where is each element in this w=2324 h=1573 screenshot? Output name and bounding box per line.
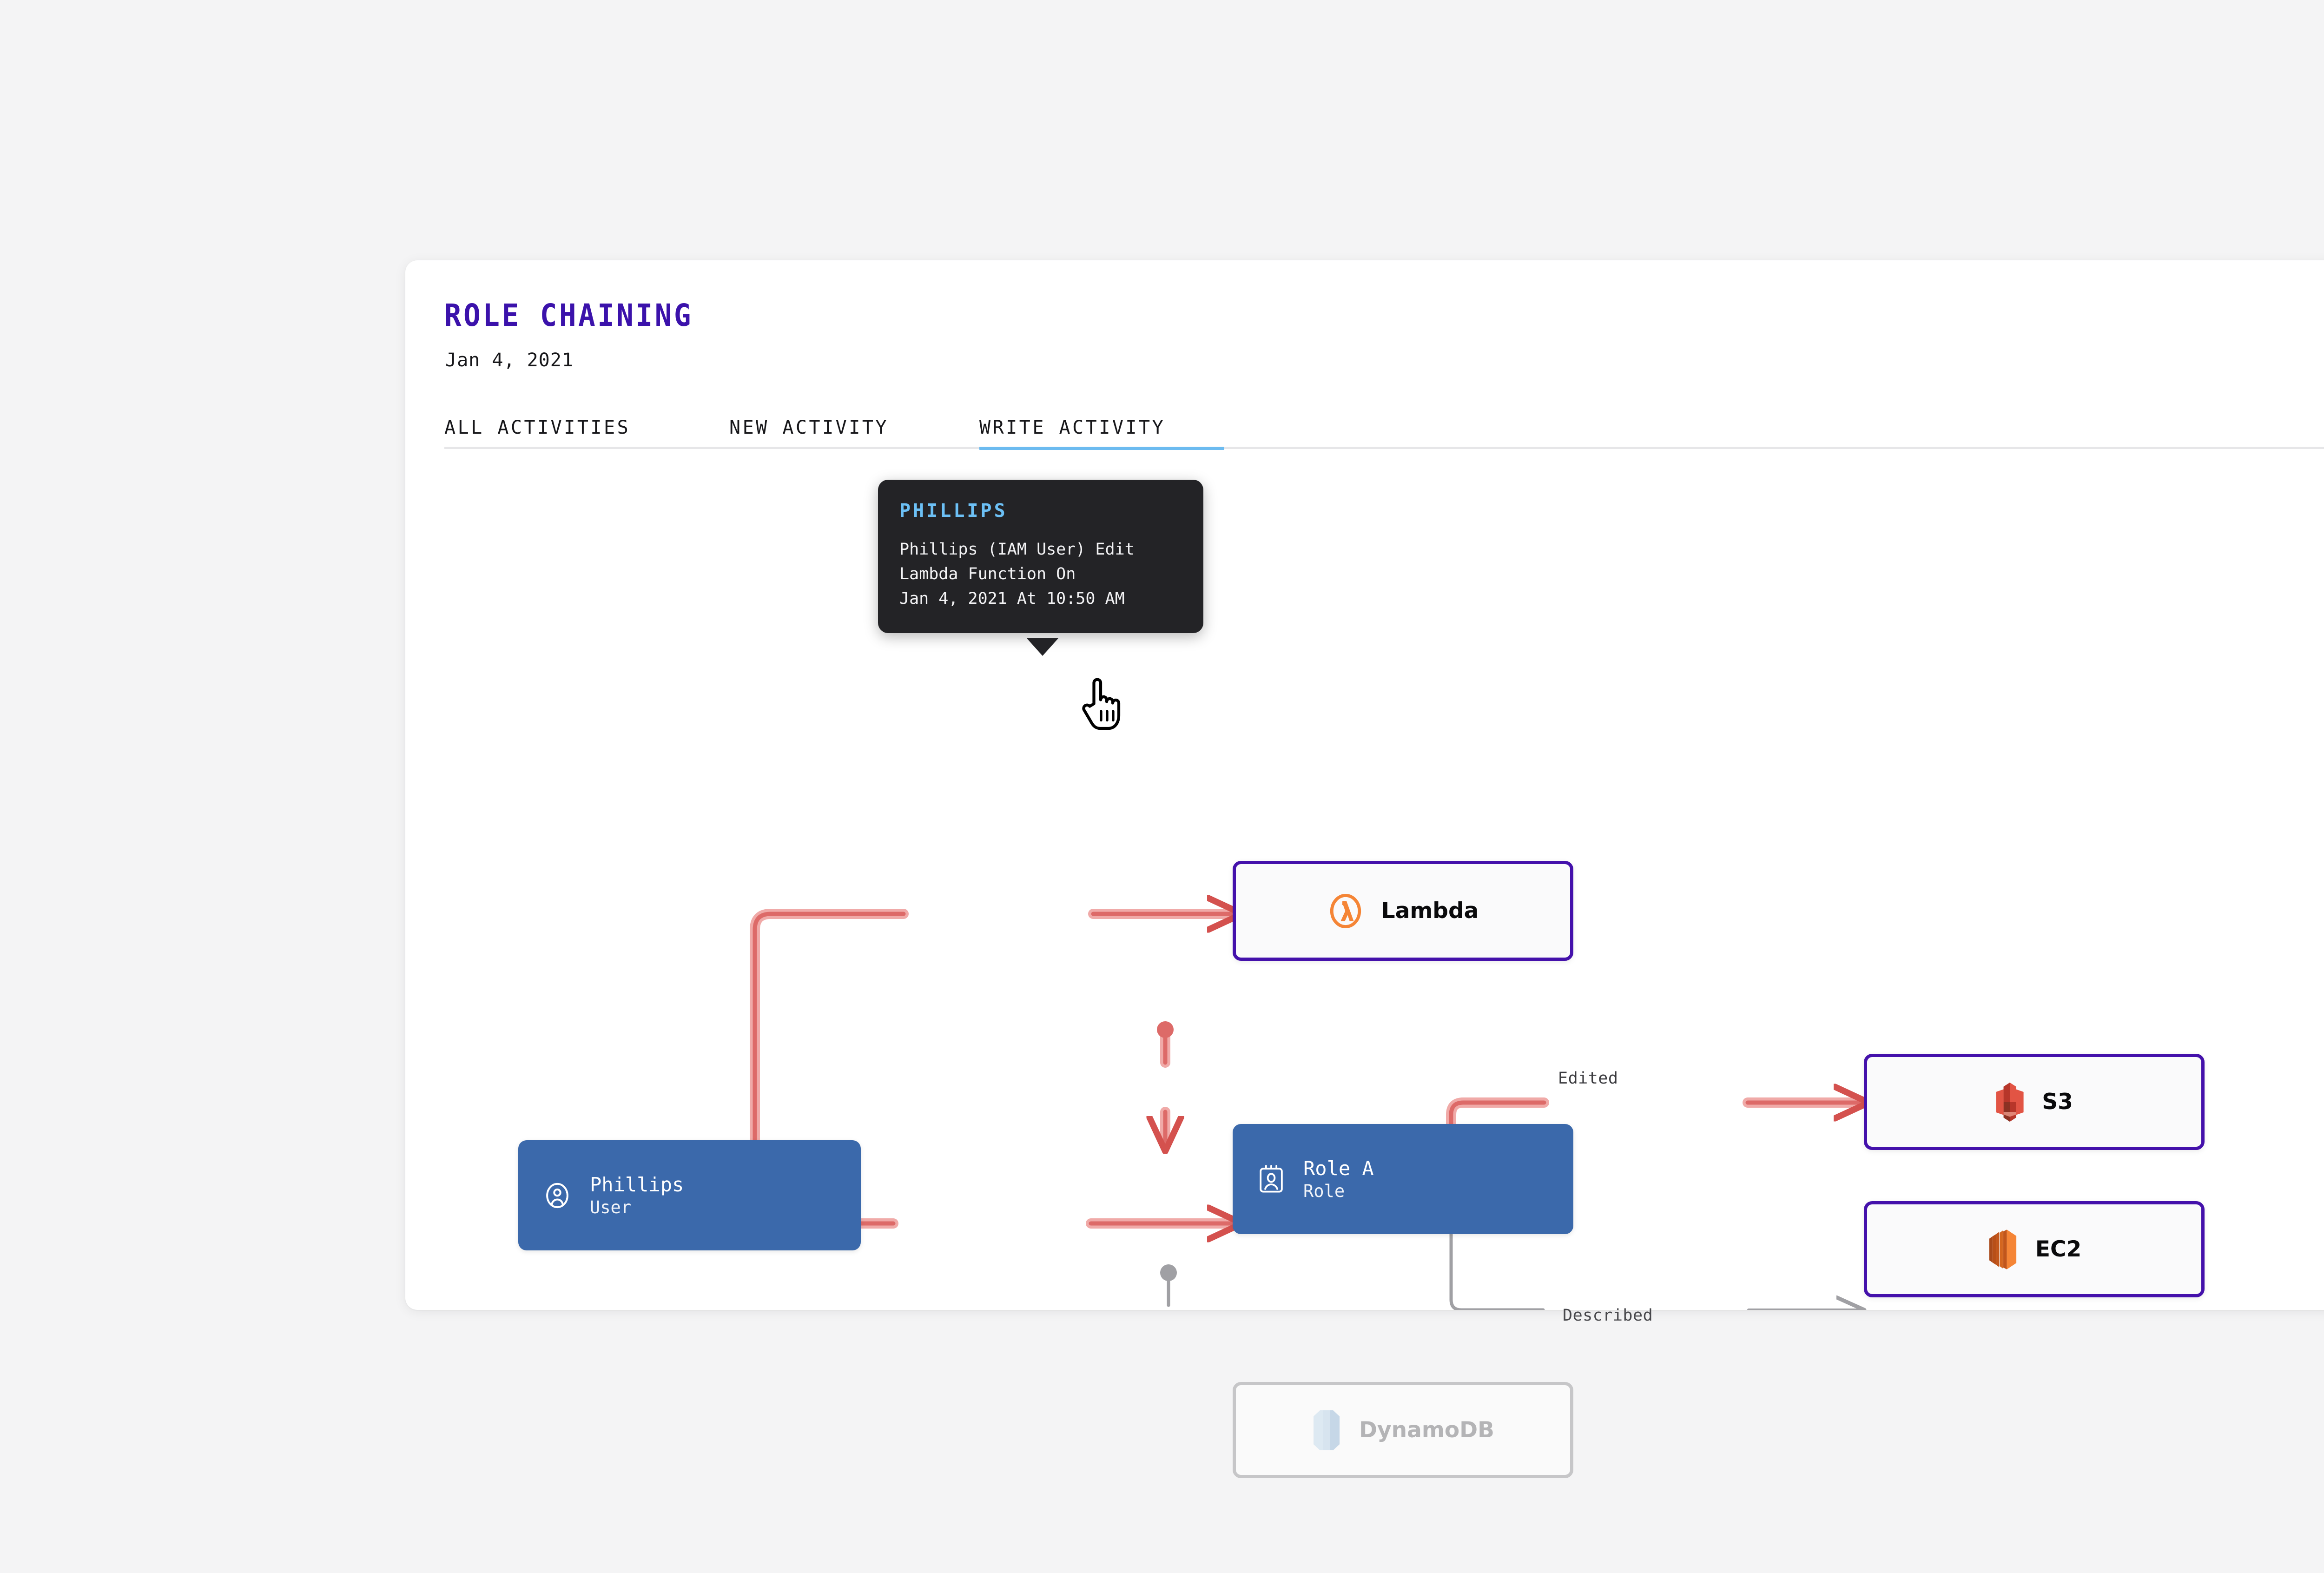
- tooltip-line-2: Lambda Function On: [899, 565, 1076, 584]
- tooltip-title: PHILLIPS: [899, 500, 1008, 522]
- node-phillips[interactable]: Phillips User: [518, 1140, 861, 1250]
- node-role-a-subtitle: Role: [1303, 1181, 1345, 1201]
- node-phillips-title: Phillips: [590, 1173, 684, 1196]
- node-dynamodb-title: DynamoDB: [1359, 1417, 1494, 1443]
- aws-dynamodb-icon: [1312, 1410, 1341, 1451]
- node-phillips-text: Phillips User: [590, 1173, 684, 1218]
- tab-bar: ALL ACTIVITIES NEW ACTIVITY WRITE ACTIVI…: [444, 408, 2324, 450]
- tooltip-tail: [1027, 638, 1058, 656]
- activity-card: ROLE CHAINING Jan 4, 2021 ALL ACTIVITIES…: [405, 260, 2324, 1478]
- aws-ec2-icon: [1987, 1229, 2018, 1269]
- tab-write-activity[interactable]: WRITE ACTIVITY: [979, 408, 1165, 447]
- aws-lambda-icon: [1327, 892, 1364, 930]
- user-circle-icon: [542, 1181, 572, 1210]
- aws-s3-icon: [1995, 1082, 2024, 1122]
- edge-label-lambda-rolea: Edited: [1558, 1069, 1618, 1088]
- edge-label-rolea-dynamodb: Described: [1563, 1306, 1653, 1325]
- tooltip-line-3: Jan 4, 2021 At 10:50 AM: [899, 589, 1125, 608]
- tooltip-line-1: Phillips (IAM User) Edit: [899, 540, 1135, 559]
- node-ec2-title: EC2: [2035, 1236, 2082, 1262]
- node-dynamodb[interactable]: DynamoDB: [1233, 1382, 1573, 1478]
- edge-rolea-dynamodb: [1160, 1264, 1177, 1307]
- tabs-divider: [444, 447, 2324, 449]
- activity-tooltip: PHILLIPS Phillips (IAM User) Edit Lambda…: [878, 480, 1203, 633]
- id-badge-icon: [1257, 1164, 1286, 1195]
- edge-lambda-rolea: [1157, 1021, 1174, 1146]
- tab-active-underline: [979, 447, 1224, 450]
- node-s3-title: S3: [2042, 1089, 2073, 1115]
- node-lambda[interactable]: Lambda: [1233, 861, 1573, 961]
- node-ec2[interactable]: EC2: [1864, 1201, 2205, 1297]
- tab-new-activity[interactable]: NEW ACTIVITY: [729, 408, 889, 447]
- node-phillips-subtitle: User: [590, 1197, 632, 1217]
- page-date: Jan 4, 2021: [445, 350, 574, 371]
- node-role-a-title: Role A: [1303, 1157, 1374, 1180]
- node-role-a[interactable]: Role A Role: [1233, 1124, 1573, 1234]
- node-s3[interactable]: S3: [1864, 1054, 2205, 1150]
- node-role-a-text: Role A Role: [1303, 1157, 1374, 1202]
- page-title: ROLE CHAINING: [444, 297, 693, 333]
- node-lambda-title: Lambda: [1381, 898, 1479, 924]
- tab-all-activities[interactable]: ALL ACTIVITIES: [444, 408, 630, 447]
